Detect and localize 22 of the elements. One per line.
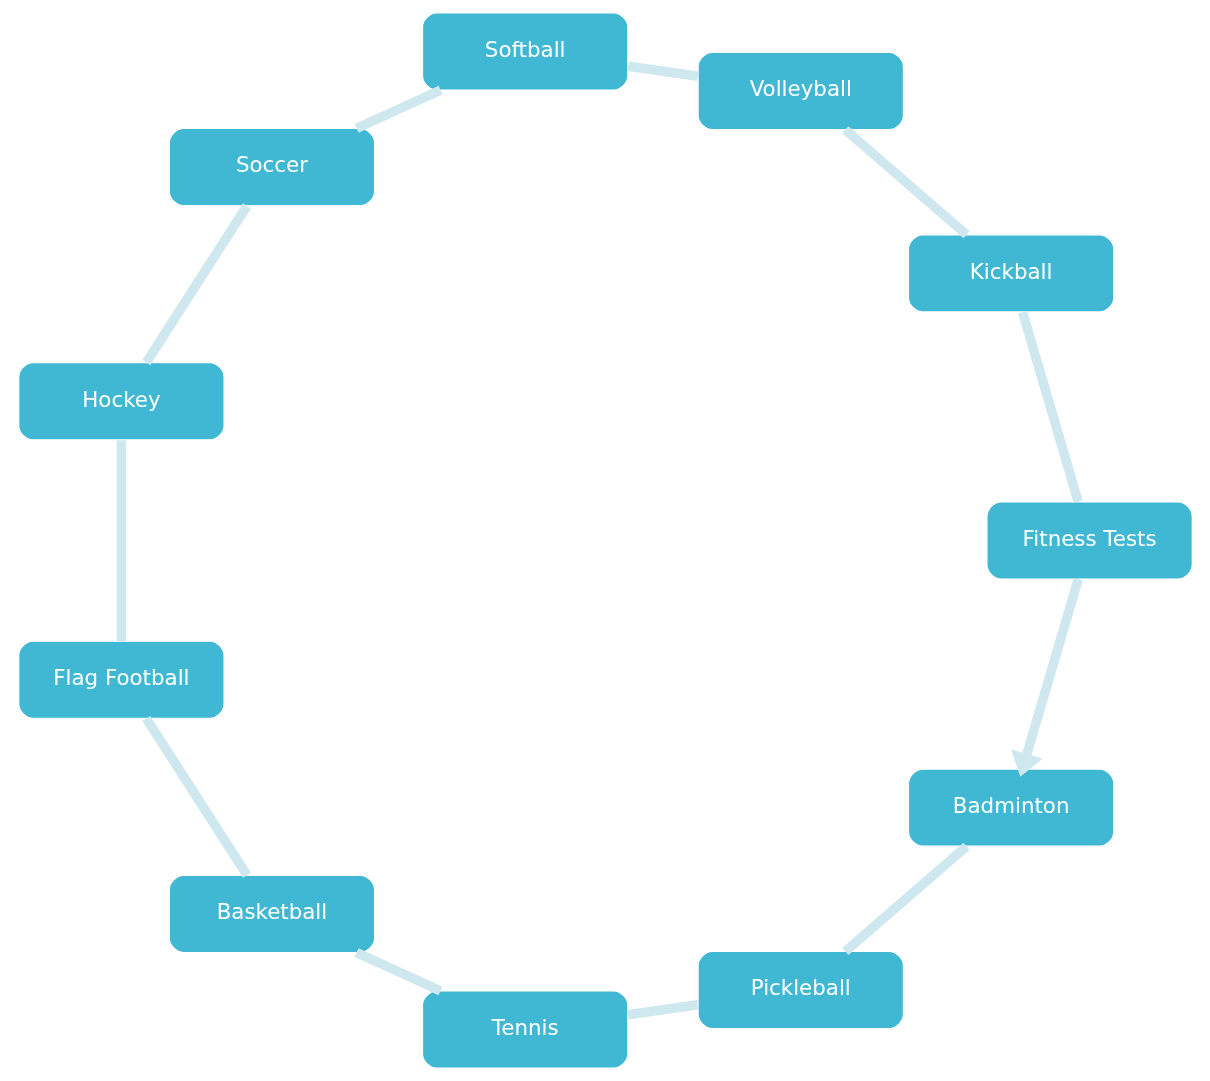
node-box: Softball — [421, 12, 628, 91]
node-box: Volleyball — [697, 51, 904, 131]
connector — [354, 85, 443, 133]
connector — [627, 61, 699, 81]
connector — [1017, 310, 1083, 503]
node-box: Kickball — [907, 234, 1114, 313]
node-box: Soccer — [168, 127, 375, 207]
node-box: Badminton — [907, 768, 1114, 847]
node-box: Tennis — [421, 990, 628, 1069]
connector — [354, 948, 442, 996]
connector — [116, 440, 126, 641]
arrow — [1010, 578, 1083, 777]
connector — [841, 842, 970, 955]
node-box: Pickleball — [697, 950, 904, 1030]
connector — [141, 715, 251, 878]
connector — [626, 1000, 698, 1020]
node-box: Basketball — [168, 874, 375, 954]
connector — [841, 126, 970, 239]
connector — [141, 203, 251, 366]
node-box: Flag Football — [17, 640, 225, 719]
node-box: Fitness Tests — [985, 501, 1193, 580]
node-box: Hockey — [17, 362, 225, 441]
